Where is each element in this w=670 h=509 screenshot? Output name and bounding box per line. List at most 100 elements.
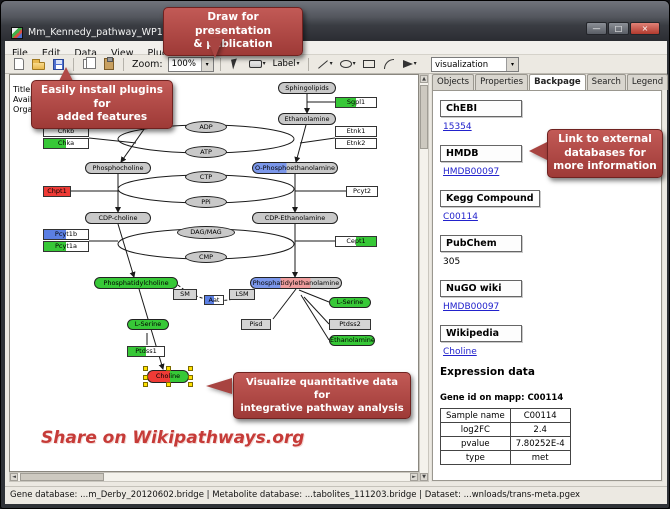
backpage-link[interactable]: 15354 <box>443 122 472 132</box>
pathway-node-adp[interactable]: ADP <box>185 121 227 133</box>
toolbar-separator <box>219 57 221 71</box>
pathway-node-atp[interactable]: ATP <box>185 146 227 158</box>
tab-properties[interactable]: Properties <box>475 74 529 90</box>
pointer-icon <box>231 58 240 70</box>
copy-icon <box>83 57 96 69</box>
backpage-link[interactable]: HMDB00097 <box>443 167 500 177</box>
selection-handle[interactable] <box>166 366 171 371</box>
pathway-node-o-phosphoethanolamine[interactable]: O-Phosphoethanolamine <box>252 162 338 174</box>
expression-cell: C00114 <box>509 408 571 423</box>
pathway-node-phosphocholine[interactable]: Phosphocholine <box>85 162 151 174</box>
selection-handle[interactable] <box>188 366 193 371</box>
pathway-node-cdp-ethanolamine[interactable]: CDP-Ethanolamine <box>252 212 338 224</box>
pathway-node-l-serine[interactable]: L-Serine <box>329 297 371 308</box>
pathway-node-dag-mag[interactable]: DAG/MAG <box>177 226 235 239</box>
pathway-node-chpt1[interactable]: Chpt1 <box>43 186 71 197</box>
save-button[interactable] <box>50 56 67 72</box>
pathway-node-chka[interactable]: Chka <box>43 138 89 149</box>
pathway-node-etnk2[interactable]: Etnk2 <box>335 138 377 149</box>
pathway-node-ptdss1[interactable]: Ptdss1 <box>127 346 165 357</box>
backpage-link[interactable]: Choline <box>443 347 477 357</box>
open-folder-icon <box>32 58 45 70</box>
canvas-horizontal-scrollbar[interactable]: ◄ ► <box>9 472 419 482</box>
maximize-button[interactable]: □ <box>608 22 629 35</box>
scroll-down-icon[interactable]: ▼ <box>420 473 428 481</box>
pathway-node-pcyt1a[interactable]: Pcyt1a <box>43 241 89 252</box>
connector-tool-button[interactable]: ▾ <box>401 56 419 72</box>
new-pathway-button[interactable] <box>10 56 27 72</box>
pathway-node-phosphatidylcholine[interactable]: Phosphatidylcholine <box>94 277 178 289</box>
datanode-tool-button[interactable]: ▾ <box>247 56 268 72</box>
menu-item-data[interactable]: Data <box>74 48 97 59</box>
scroll-left-icon[interactable]: ◄ <box>10 473 18 481</box>
visualization-select[interactable]: visualization ▾ <box>431 57 519 72</box>
selection-handle[interactable] <box>143 382 148 387</box>
pathway-node-ctp[interactable]: CTP <box>185 171 227 183</box>
pathway-node-cept1[interactable]: Cept1 <box>335 236 377 247</box>
horizontal-scroll-thumb[interactable] <box>20 473 104 481</box>
pathway-node-etnk1[interactable]: Etnk1 <box>335 126 377 137</box>
select-tool-button[interactable] <box>227 56 244 72</box>
rect-tool-button[interactable] <box>361 56 378 72</box>
tab-legend[interactable]: Legend <box>626 74 669 90</box>
pathway-node-ptdss2[interactable]: Ptdss2 <box>329 319 371 330</box>
tab-backpage[interactable]: Backpage <box>529 74 586 90</box>
close-button[interactable]: × <box>630 22 660 35</box>
selection-handle[interactable] <box>188 374 193 380</box>
pathway-node-ethanolamine[interactable]: Ethanolamine <box>278 113 336 125</box>
app-icon <box>11 27 23 39</box>
selection-handle[interactable] <box>188 382 193 387</box>
selection-handle[interactable] <box>143 366 148 371</box>
backpage-link[interactable]: HMDB00097 <box>443 302 500 312</box>
scroll-right-icon[interactable]: ► <box>410 473 418 481</box>
shape-tool-button[interactable]: ▾ <box>338 56 358 72</box>
pathway-node-lsm[interactable]: LSM <box>229 289 255 300</box>
pathway-node-cmp[interactable]: CMP <box>185 251 227 263</box>
open-button[interactable] <box>30 56 47 72</box>
expression-cell: pvalue <box>440 436 511 451</box>
pathway-node-pcyt1b[interactable]: Pcyt1b <box>43 229 89 240</box>
arc-tool-button[interactable] <box>381 56 398 72</box>
pathway-node-sm[interactable]: SM <box>173 289 197 300</box>
pathway-node-pcyt2[interactable]: Pcyt2 <box>346 186 378 197</box>
paste-button[interactable] <box>100 56 117 72</box>
pathway-node-sgpl1[interactable]: Sgpl1 <box>335 97 377 108</box>
pathway-node-ppi[interactable]: PPi <box>185 196 227 208</box>
scroll-up-icon[interactable]: ▲ <box>420 75 428 83</box>
status-bar: Gene database: ...m_Derby_20120602.bridg… <box>5 486 667 502</box>
backpage-section-header: NuGO wiki <box>440 280 522 297</box>
menu-item-file[interactable]: File <box>12 48 28 59</box>
pathway-node-l-serine[interactable]: L-Serine <box>127 319 169 330</box>
backpage-link[interactable]: C00114 <box>443 212 478 222</box>
pathway-node-pisd[interactable]: Pisd <box>241 319 271 330</box>
pathway-node-aat[interactable]: Aat <box>204 295 224 305</box>
expression-cell: met <box>509 450 571 465</box>
pathway-node-ethanolamine[interactable]: Ethanolamine <box>329 335 375 346</box>
copy-button[interactable] <box>80 56 97 72</box>
backpage-section-header: HMDB <box>440 145 522 162</box>
menu-item-view[interactable]: View <box>111 48 134 59</box>
datanode-icon <box>248 60 262 68</box>
label-tool-button[interactable]: Label▾ <box>271 56 302 72</box>
selection-handle[interactable] <box>143 374 148 380</box>
line-tool-button[interactable]: ▾ <box>315 56 335 72</box>
vertical-scroll-thumb[interactable] <box>420 85 428 149</box>
selection-handle[interactable] <box>166 382 171 387</box>
pathway-node-sphingolipids[interactable]: Sphingolipids <box>278 82 336 94</box>
expression-cell: Sample name <box>440 408 511 423</box>
title-bar[interactable]: Mm_Kennedy_pathway_WP1771_45176.gpml — □… <box>1 1 669 41</box>
canvas-vertical-scrollbar[interactable]: ▲ ▼ <box>419 74 429 482</box>
chevron-down-icon: ▾ <box>413 60 417 67</box>
callout-pointer-left-icon <box>206 378 232 394</box>
tab-search[interactable]: Search <box>586 74 626 90</box>
gene-id-line: Gene id on mapp: C00114 <box>440 393 564 403</box>
zoom-select[interactable]: 100% ▾ <box>167 56 214 72</box>
pathway-node-cdp-choline[interactable]: CDP-choline <box>85 212 151 224</box>
paste-icon <box>103 57 114 70</box>
minimize-button[interactable]: — <box>586 22 607 35</box>
tab-objects[interactable]: Objects <box>432 74 475 90</box>
menu-item-edit[interactable]: Edit <box>41 48 61 59</box>
pathway-node-phosphatidylethanolamine[interactable]: Phosphatidylethanolamine <box>250 277 342 289</box>
